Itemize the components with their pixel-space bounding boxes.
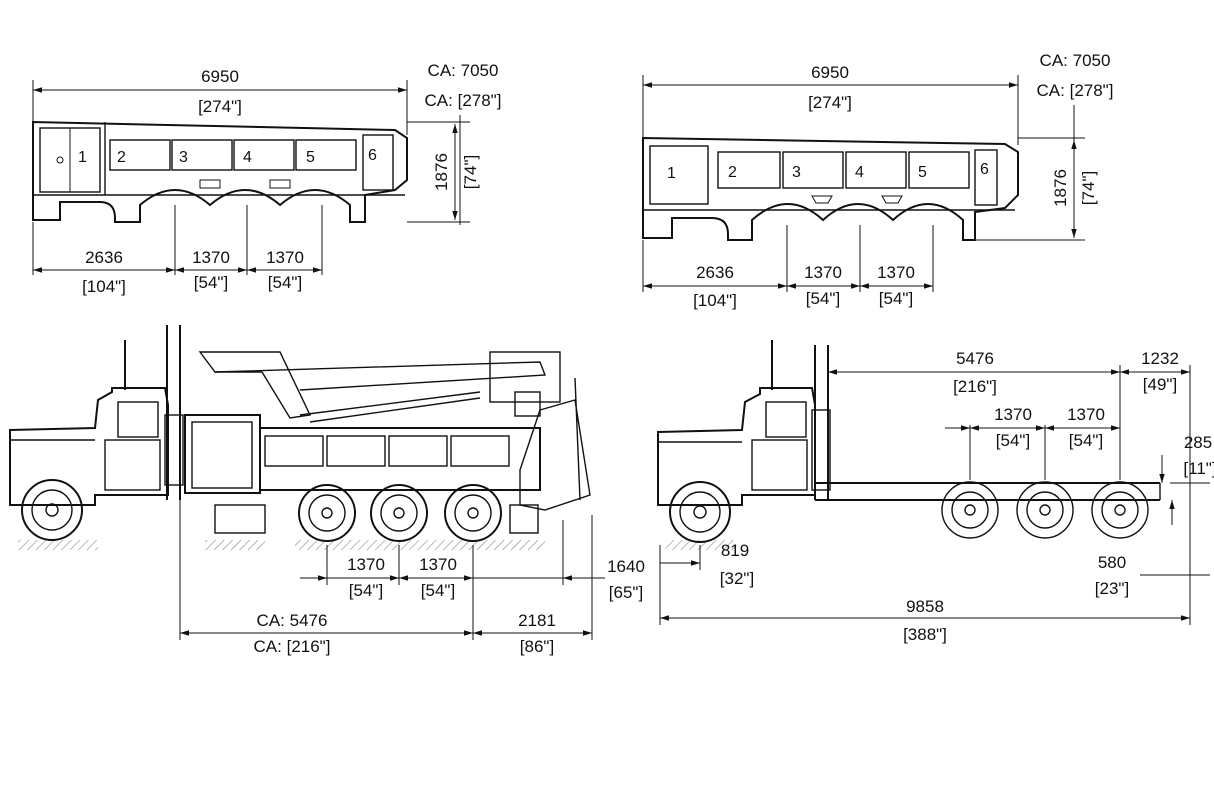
front-in: [32"] (720, 569, 754, 588)
height-mm: 1876 (1051, 169, 1070, 207)
compartment-4: 4 (243, 149, 252, 166)
front-mm: 2636 (696, 263, 734, 282)
axle1-mm: 1370 (804, 263, 842, 282)
bottom-right-view: 5476 [216"] 1232 [49"] 1370 [54"] 1370 [… (657, 340, 1214, 644)
height-mm: 1876 (432, 153, 451, 191)
axle2-in: [54"] (879, 289, 913, 308)
overall-length-mm: 6950 (811, 63, 849, 82)
wheelbase-mm: 9858 (906, 597, 944, 616)
compartment-3: 3 (792, 164, 801, 181)
rear-in: [65"] (609, 583, 643, 602)
compartment-4: 4 (855, 164, 864, 181)
bottom-left-view: 1370 [54"] 1370 [54"] 1640 [65"] CA: 547… (9, 325, 645, 656)
compartment-6: 6 (980, 161, 989, 178)
height-in: [23"] (1095, 579, 1129, 598)
axle1-mm: 1370 (994, 405, 1032, 424)
wheelbase-in: [388"] (903, 625, 947, 644)
ca-mm: CA: 7050 (428, 61, 499, 80)
height-in: [74"] (461, 155, 480, 189)
axle2-mm: 1370 (266, 248, 304, 267)
axle2-mm: 1370 (1067, 405, 1105, 424)
overall-length-in: [274"] (808, 93, 852, 112)
axle2-in: [54"] (1069, 431, 1103, 450)
ca-in: CA: [216"] (254, 637, 331, 656)
front-in: [104"] (693, 291, 737, 310)
top-left-view: 6950 [274"] CA: 7050 CA: [278"] 1 2 3 4 … (32, 61, 502, 296)
overhang-mm: 2181 (518, 611, 556, 630)
axle1-mm: 1370 (347, 555, 385, 574)
compartment-2: 2 (728, 164, 737, 181)
compartment-6: 6 (368, 147, 377, 164)
axle1-in: [54"] (806, 289, 840, 308)
overhang-in: [49"] (1143, 375, 1177, 394)
front-mm: 2636 (85, 248, 123, 267)
rear-mm: 1640 (607, 557, 645, 576)
compartment-5: 5 (306, 149, 315, 166)
height-in: [74"] (1079, 171, 1098, 205)
height-mm: 580 (1098, 553, 1126, 572)
ca-mm: CA: 7050 (1040, 51, 1111, 70)
axle1-in: [54"] (996, 431, 1030, 450)
frame-mm: 285 (1184, 433, 1212, 452)
ca-mm: CA: 5476 (257, 611, 328, 630)
axle2-mm: 1370 (877, 263, 915, 282)
overall-length-mm: 6950 (201, 67, 239, 86)
compartment-1: 1 (667, 165, 676, 182)
axle2-in: [54"] (268, 273, 302, 292)
compartment-2: 2 (117, 149, 126, 166)
overall-length-in: [274"] (198, 97, 242, 116)
axle2-mm: 1370 (419, 555, 457, 574)
front-mm: 819 (721, 541, 749, 560)
overhang-in: [86"] (520, 637, 554, 656)
ca-in: CA: [278"] (1037, 81, 1114, 100)
compartment-3: 3 (179, 149, 188, 166)
top-right-view: 6950 [274"] CA: 7050 CA: [278"] 1 2 3 4 … (642, 51, 1114, 310)
frame-in: [11"] (1183, 459, 1214, 478)
ca-in: [216"] (953, 377, 997, 396)
overhang-mm: 1232 (1141, 349, 1179, 368)
compartment-5: 5 (918, 164, 927, 181)
axle1-in: [54"] (194, 273, 228, 292)
axle1-in: [54"] (349, 581, 383, 600)
compartment-1: 1 (78, 149, 87, 166)
axle2-in: [54"] (421, 581, 455, 600)
front-in: [104"] (82, 277, 126, 296)
ca-in: CA: [278"] (425, 91, 502, 110)
ca-mm: 5476 (956, 349, 994, 368)
axle1-mm: 1370 (192, 248, 230, 267)
